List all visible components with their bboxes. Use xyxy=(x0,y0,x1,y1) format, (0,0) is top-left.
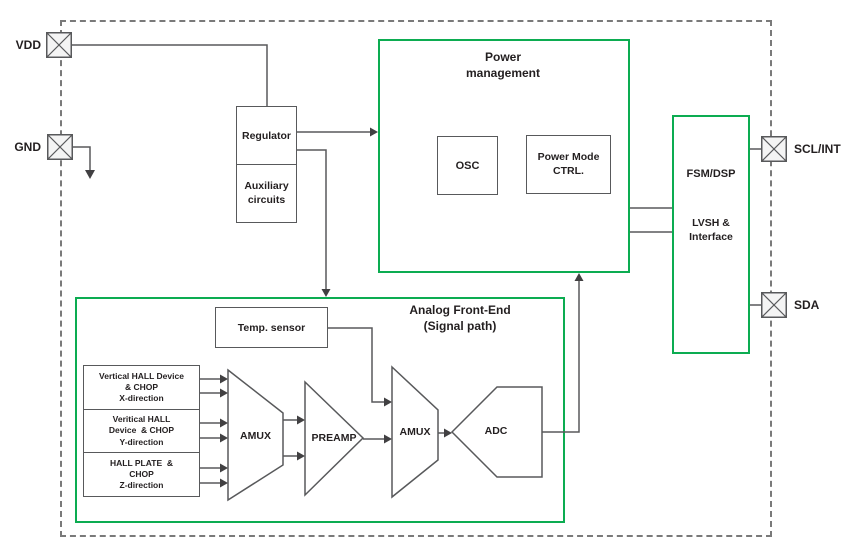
hall-x-label: Vertical HALL Device & CHOP X-direction xyxy=(99,370,184,404)
power-management-title: Power management xyxy=(465,50,541,80)
auxiliary-circuits-label: Auxiliary circuits xyxy=(244,179,289,206)
gnd-pin-label: GND xyxy=(14,140,41,154)
afe-title: Analog Front-End (Signal path) xyxy=(409,303,511,333)
scl-int-pad-icon xyxy=(761,136,787,162)
regulator-block: Regulator Auxiliary circuits xyxy=(236,106,297,223)
gnd-pad-icon xyxy=(47,134,73,160)
lvsh-interface-label: LVSH & Interface xyxy=(689,217,733,243)
amux1-label: AMUX xyxy=(240,430,271,442)
adc-label: ADC xyxy=(484,425,508,437)
scl-int-pin-label: SCL/INT xyxy=(794,142,841,156)
hall-y-block: Veritical HALL Device & CHOP Y-direction xyxy=(83,408,200,454)
temp-sensor-block: Temp. sensor xyxy=(215,307,328,348)
fsm-dsp-block: FSM/DSP LVSH & Interface xyxy=(672,115,750,354)
chip-boundary xyxy=(60,20,772,537)
regulator-label: Regulator xyxy=(241,129,291,142)
osc-block: OSC xyxy=(437,136,498,195)
power-mode-ctrl-block: Power Mode CTRL. xyxy=(526,135,611,194)
amux2-label: AMUX xyxy=(399,426,431,438)
vdd-pad-icon xyxy=(46,32,72,58)
hall-y-label: Veritical HALL Device & CHOP Y-direction xyxy=(108,414,175,447)
power-mode-ctrl-label: Power Mode CTRL. xyxy=(537,150,600,177)
sda-pin-label: SDA xyxy=(794,298,820,312)
fsm-dsp-label: FSM/DSP xyxy=(686,168,736,180)
hall-z-block: HALL PLATE & CHOP Z-direction xyxy=(83,452,200,497)
sda-pad-icon xyxy=(761,292,787,318)
hall-z-label: HALL PLATE & CHOP Z-direction xyxy=(110,457,173,491)
regulator-cell: Regulator xyxy=(237,107,296,165)
temp-sensor-label: Temp. sensor xyxy=(237,321,306,334)
hall-x-block: Vertical HALL Device & CHOP X-direction xyxy=(83,365,200,410)
osc-label: OSC xyxy=(455,159,480,172)
vdd-pin-label: VDD xyxy=(15,38,41,52)
auxiliary-circuits-cell: Auxiliary circuits xyxy=(237,165,296,222)
preamp-label: PREAMP xyxy=(311,432,357,444)
